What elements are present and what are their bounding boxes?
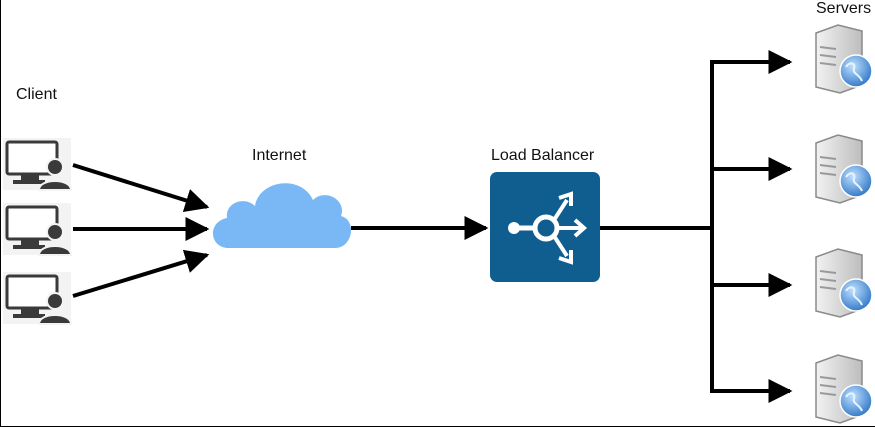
arrow-client-3-to-internet (72, 249, 210, 298)
cloud-icon (212, 183, 352, 248)
server-3-icon (815, 248, 873, 318)
server-4-icon (815, 354, 873, 424)
client-3-icon (3, 272, 73, 325)
client-1-icon (3, 138, 73, 191)
internet-label: Internet (252, 147, 307, 164)
client-2-icon (3, 203, 73, 256)
server-1-icon (815, 24, 873, 94)
servers-label: Servers (816, 0, 872, 17)
arrow-client-1-to-internet (72, 163, 210, 212)
client-label: Client (16, 86, 57, 103)
server-2-icon (815, 134, 873, 204)
load-balancer-icon (490, 172, 600, 282)
load-balancer-label: Load Balancer (491, 147, 595, 164)
